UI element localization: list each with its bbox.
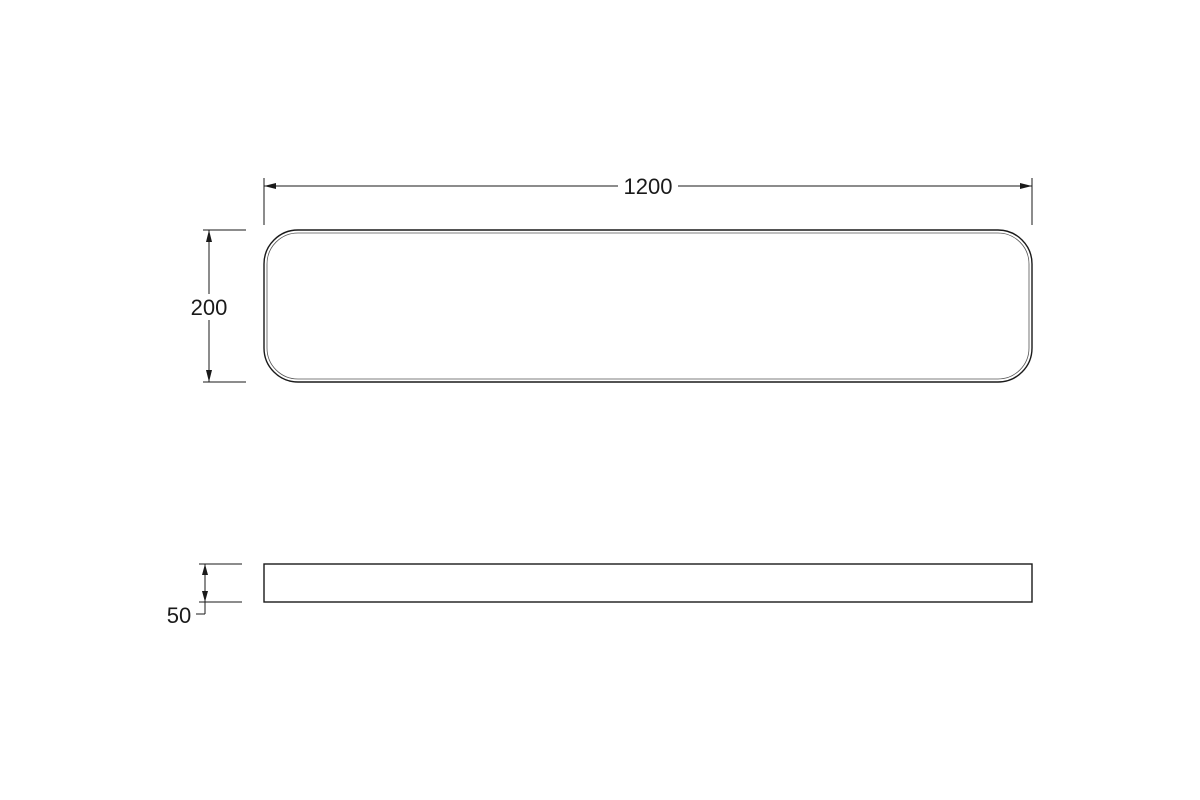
height-dimension-label: 200 [191, 295, 228, 320]
side-view-outline [263, 563, 1033, 603]
thickness-dimension: 50 [167, 563, 242, 628]
thickness-dimension-label: 50 [167, 603, 191, 628]
top-view-outline-inner [266, 232, 1030, 380]
thickness-arrow-bottom [202, 591, 208, 602]
height-dimension: 200 [191, 229, 246, 383]
height-arrow-bottom [206, 370, 212, 382]
width-dimension-label: 1200 [624, 174, 673, 199]
top-view: 1200 200 [191, 174, 1033, 383]
width-dimension: 1200 [263, 174, 1033, 225]
side-view: 50 [167, 563, 1033, 628]
top-view-outline [263, 229, 1033, 383]
width-arrow-right [1020, 183, 1032, 189]
height-arrow-top [206, 230, 212, 242]
width-arrow-left [264, 183, 276, 189]
thickness-arrow-top [202, 564, 208, 575]
